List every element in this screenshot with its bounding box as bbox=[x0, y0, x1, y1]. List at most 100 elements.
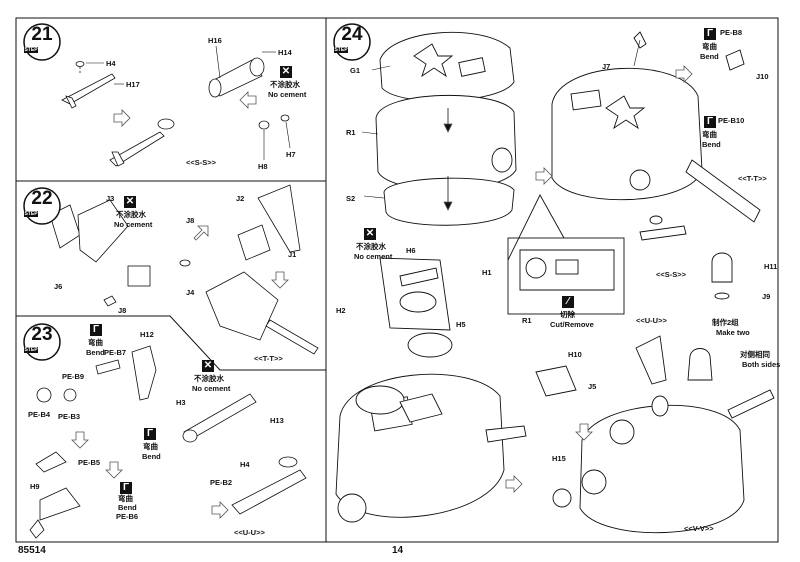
label-h14: H14 bbox=[278, 48, 292, 57]
label-j7: J7 bbox=[602, 62, 611, 71]
subassy-t-t bbox=[205, 271, 279, 341]
subassy-s-s bbox=[109, 131, 165, 167]
bend-icon: Γ bbox=[704, 116, 716, 128]
step-number: 24 bbox=[341, 24, 363, 45]
bend-icon: Γ bbox=[120, 482, 132, 494]
page-number: 14 bbox=[392, 545, 404, 556]
part-pe-b7 bbox=[95, 359, 121, 375]
part-pe-b4 bbox=[36, 387, 52, 403]
bend-icon: Γ bbox=[704, 28, 716, 40]
kit-number: 85514 bbox=[18, 545, 46, 556]
part-periscope-both bbox=[687, 348, 713, 381]
bend-cn: 弯曲 bbox=[143, 442, 158, 451]
label-h5: H5 bbox=[456, 320, 466, 329]
label-h11: H11 bbox=[764, 262, 778, 271]
label-t-t: <<T-T>> bbox=[254, 354, 283, 363]
label-pe-b5: PE-B5 bbox=[78, 458, 101, 467]
no-cement-icon: ✕ bbox=[124, 196, 136, 208]
part-j9 bbox=[714, 292, 730, 300]
subassy-u-u bbox=[231, 469, 307, 515]
label-h1: H1 bbox=[482, 268, 492, 277]
part-h11 bbox=[711, 252, 733, 283]
step-number: 22 bbox=[31, 188, 53, 209]
divider-22-23 bbox=[16, 315, 326, 371]
step-24-badge: 24 STEP bbox=[332, 22, 372, 62]
cut-icon: ⁄ bbox=[562, 296, 574, 308]
step21-arrows bbox=[113, 91, 257, 127]
bend-text: Bend bbox=[118, 503, 137, 512]
subassy-pe-b5 bbox=[35, 451, 67, 473]
part-j4 bbox=[127, 265, 151, 287]
part-j5 bbox=[535, 365, 577, 397]
label-h17: H17 bbox=[126, 80, 140, 89]
label-h4-b: H4 bbox=[240, 460, 250, 469]
subassy-s-s-small bbox=[639, 225, 687, 241]
no-cement-text: No cement bbox=[114, 220, 153, 229]
no-cement-cn: 不涂胶水 bbox=[270, 80, 300, 89]
step-23-badge: 23 STEP bbox=[22, 322, 62, 362]
label-r1-b: R1 bbox=[522, 316, 532, 325]
part-h5 bbox=[407, 332, 453, 358]
part-h7 bbox=[280, 114, 290, 122]
bend-cn: 弯曲 bbox=[88, 338, 103, 347]
part-j3 bbox=[77, 199, 129, 263]
label-h7: H7 bbox=[286, 150, 296, 159]
label-s-s-b: <<S-S>> bbox=[656, 270, 687, 279]
step22-arrows bbox=[193, 225, 289, 289]
step23-arrows bbox=[71, 431, 229, 519]
label-pe-b7: PE-B7 bbox=[104, 348, 127, 357]
step21-art bbox=[61, 57, 290, 167]
step-22-badge: 22 STEP bbox=[22, 186, 62, 226]
part-h4 bbox=[75, 61, 85, 67]
step24-art bbox=[335, 31, 775, 534]
no-cement-cn: 不涂胶水 bbox=[356, 242, 386, 251]
step23-art bbox=[29, 345, 307, 539]
no-cement-icon: ✕ bbox=[364, 228, 376, 240]
no-cement-cn: 不涂胶水 bbox=[194, 374, 224, 383]
both-sides-text: Both sides bbox=[742, 360, 781, 369]
label-pe-b3: PE-B3 bbox=[58, 412, 81, 421]
make-two-text: Make two bbox=[716, 328, 750, 337]
part-r1-ring bbox=[375, 95, 517, 191]
label-h8: H8 bbox=[258, 162, 268, 171]
label-h2: H2 bbox=[336, 306, 346, 315]
part-h12 bbox=[131, 345, 157, 401]
label-j4: J4 bbox=[186, 288, 195, 297]
bend-text: Bend bbox=[700, 52, 719, 61]
turret-upper-right bbox=[551, 67, 703, 201]
make-two-cn: 制作2组 bbox=[712, 318, 739, 327]
label-g1: G1 bbox=[350, 66, 361, 75]
label-h10: H10 bbox=[568, 350, 582, 359]
part-j8-a bbox=[179, 259, 191, 267]
label-h3: H3 bbox=[176, 398, 186, 407]
label-j2: J2 bbox=[236, 194, 245, 203]
both-sides-cn: 对侧相同 bbox=[740, 350, 770, 359]
label-j5: J5 bbox=[588, 382, 597, 391]
part-h8 bbox=[258, 120, 270, 130]
cut-cn: 切除 bbox=[560, 310, 575, 319]
label-h6: H6 bbox=[406, 246, 416, 255]
label-s-s: <<S-S>> bbox=[186, 158, 217, 167]
label-h12: H12 bbox=[140, 330, 154, 339]
part-h4-b bbox=[278, 456, 298, 468]
bend-cn: 弯曲 bbox=[702, 42, 717, 51]
step-word: STEP bbox=[24, 47, 38, 53]
label-pe-b9: PE-B9 bbox=[62, 372, 85, 381]
label-s2: S2 bbox=[346, 194, 356, 203]
label-pe-b10: PE-B10 bbox=[718, 116, 745, 125]
step-word: STEP bbox=[334, 47, 348, 53]
part-h9 bbox=[29, 519, 45, 539]
step-number: 23 bbox=[31, 324, 53, 345]
cut-text: Cut/Remove bbox=[550, 320, 594, 329]
label-j10: J10 bbox=[756, 72, 769, 81]
label-t-t-b: <<T-T>> bbox=[738, 174, 767, 183]
part-j8-b bbox=[103, 295, 117, 307]
bend-cn: 弯曲 bbox=[702, 130, 717, 139]
bend-text: Bend bbox=[142, 452, 161, 461]
step-number: 21 bbox=[31, 24, 53, 45]
part-pe-b6 bbox=[39, 487, 81, 521]
bend-text: Bend bbox=[86, 348, 105, 357]
part-pe-b8 bbox=[725, 49, 745, 71]
